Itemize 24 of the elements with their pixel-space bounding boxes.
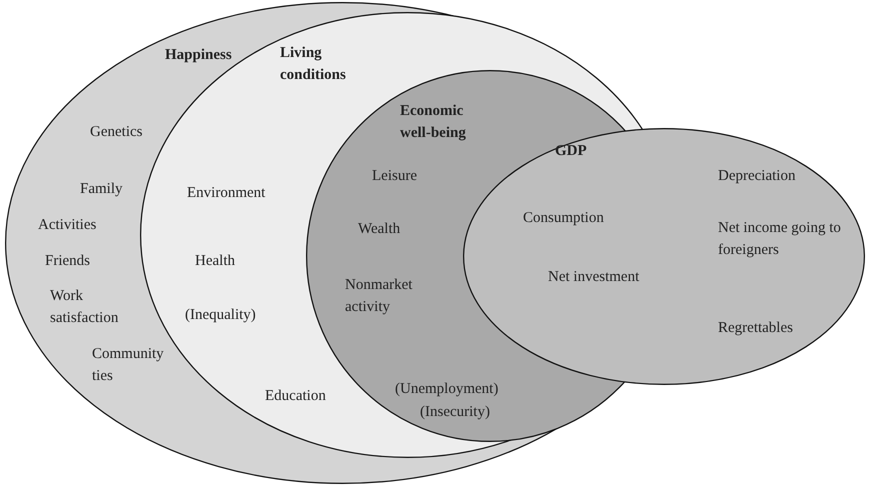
set-title: Living conditions bbox=[280, 44, 347, 85]
set-item-label: Genetics bbox=[90, 123, 144, 142]
set-item-label: Education bbox=[265, 387, 327, 406]
set-item-label: Net income going to foreigners bbox=[718, 219, 842, 260]
set-item-label: Friends bbox=[45, 252, 91, 271]
set-item-label: Consumption bbox=[523, 209, 605, 228]
set-item-label: Regrettables bbox=[718, 319, 794, 338]
set-title: Happiness bbox=[165, 46, 233, 65]
set-item-label: Health bbox=[195, 252, 236, 271]
set-item-label: Leisure bbox=[372, 167, 418, 186]
set-title: Economic well-being bbox=[400, 102, 467, 143]
set-item-label: Activities bbox=[38, 216, 98, 235]
set-title: GDP bbox=[555, 142, 588, 161]
set-item-label: Work satisfaction bbox=[50, 287, 120, 328]
set-item-label: (Insecurity) bbox=[420, 403, 491, 422]
set-item-label: Net investment bbox=[548, 268, 640, 287]
set-item-label: Nonmarket activity bbox=[345, 276, 414, 317]
set-item-label: Depreciation bbox=[718, 167, 796, 186]
set-item-label: Environment bbox=[187, 184, 266, 203]
set-item-label: (Unemployment) bbox=[395, 380, 500, 399]
set-item-label: Wealth bbox=[358, 220, 402, 239]
set-item-label: (Inequality) bbox=[185, 306, 257, 325]
set-item-label: Family bbox=[80, 180, 124, 199]
set-item-label: Community ties bbox=[92, 345, 165, 386]
